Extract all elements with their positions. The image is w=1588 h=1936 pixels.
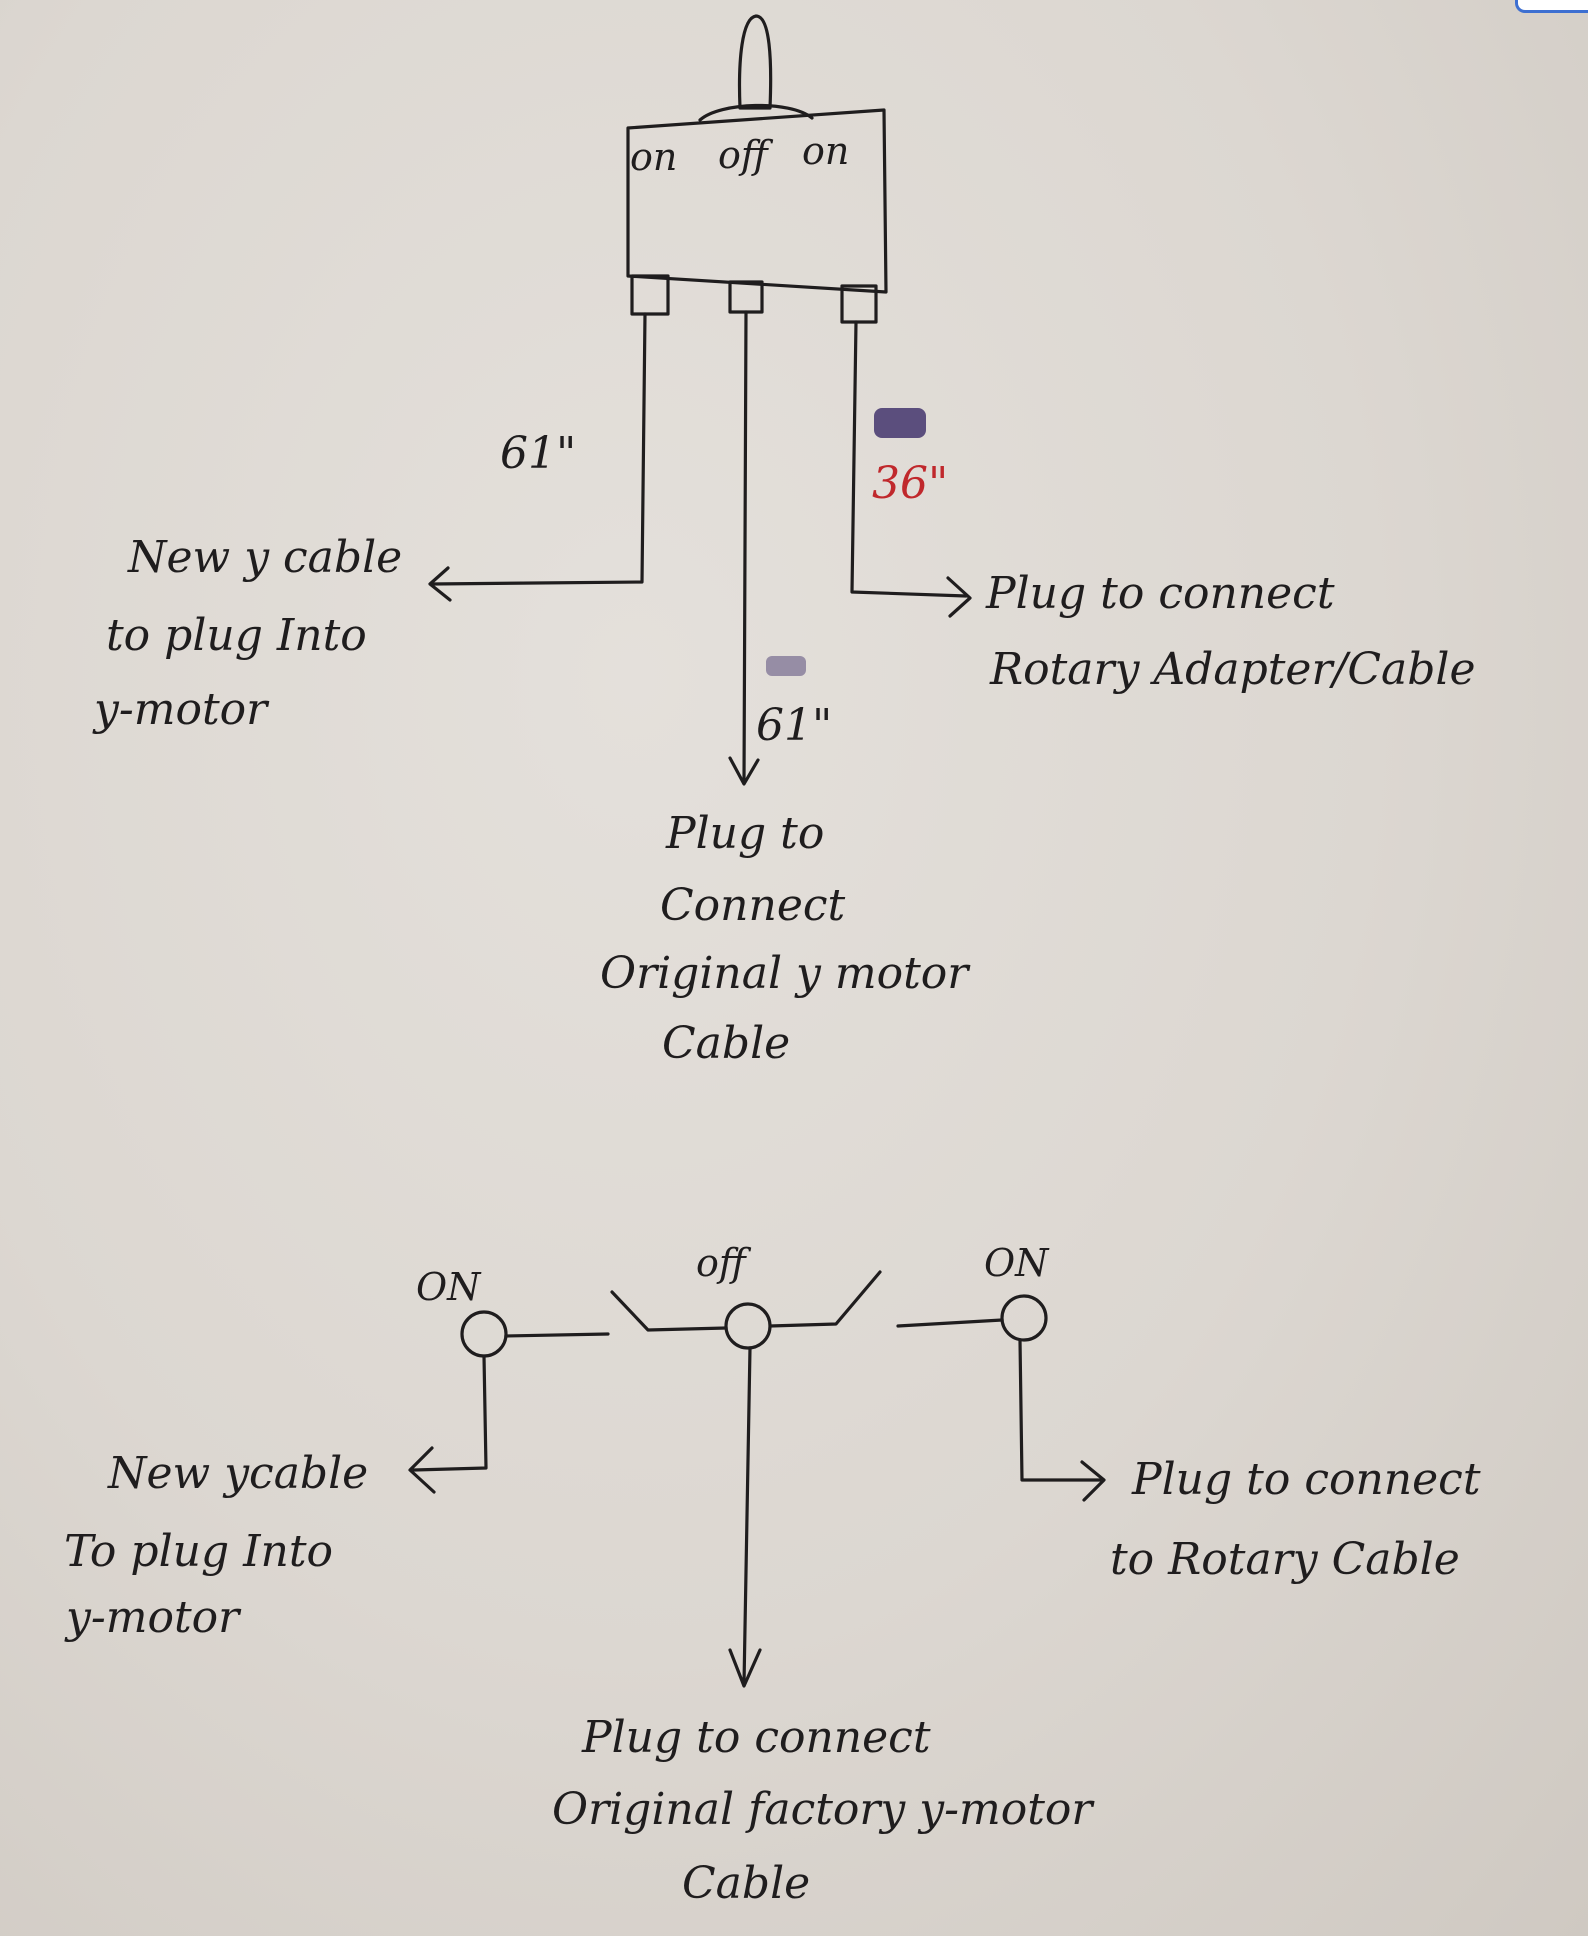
- bottom-left-terminal: [460, 1310, 508, 1358]
- bottom-switch-blade: [610, 1270, 882, 1332]
- bottom-right-terminal: [1000, 1294, 1048, 1342]
- top-toggle-switch: [626, 14, 888, 324]
- top-left-label-line-2: to plug Into: [106, 610, 367, 661]
- bottom-left-label-line-2: To plug Into: [64, 1526, 333, 1577]
- bottom-middle-terminal: [724, 1302, 772, 1350]
- bottom-wires: [408, 1338, 1106, 1688]
- bottom-left-contact-line: [504, 1332, 610, 1338]
- bottom-left-terminal-label: ON: [416, 1265, 482, 1309]
- top-left-arrowhead: [428, 566, 452, 602]
- bottom-switch-schematic: [460, 1270, 1048, 1358]
- top-middle-label-line-1: Plug to: [665, 808, 824, 859]
- corner-ui-tab: [1515, 0, 1588, 13]
- bottom-right-terminal-label: ON: [984, 1241, 1050, 1285]
- top-right-label-line-2: Rotary Adapter/Cable: [989, 644, 1476, 695]
- top-middle-arrowhead: [728, 756, 760, 786]
- bottom-middle-arrowhead: [728, 1648, 762, 1688]
- top-middle-wire: [742, 310, 748, 784]
- switch-label-middle: off: [718, 133, 774, 177]
- terminal-middle: [728, 280, 764, 314]
- top-right-label-line-1: Plug to connect: [985, 568, 1335, 619]
- top-middle-label-line-4: Cable: [662, 1018, 790, 1069]
- bottom-middle-label-line-2: Original factory y-motor: [552, 1784, 1095, 1835]
- bottom-right-label-line-1: Plug to connect: [1131, 1454, 1481, 1505]
- switch-label-left: on: [630, 135, 677, 179]
- bottom-right-arrowhead: [1080, 1460, 1106, 1502]
- top-left-label-line-3: y-motor: [92, 684, 270, 735]
- terminal-right: [840, 284, 878, 324]
- top-left-label-line-1: New y cable: [127, 532, 402, 583]
- top-left-wire-length: 61": [500, 428, 576, 479]
- scribbled-out-number-middle: [766, 656, 806, 676]
- switch-label-right: on: [802, 129, 849, 173]
- bottom-middle-wire: [742, 1346, 752, 1686]
- toggle-base: [698, 103, 814, 122]
- top-right-wire: [850, 320, 968, 598]
- scribbled-out-number: [874, 408, 926, 438]
- toggle-lever: [737, 14, 773, 110]
- top-right-arrowhead: [946, 576, 972, 618]
- bottom-middle-label-line-1: Plug to connect: [581, 1712, 931, 1763]
- top-left-wire: [430, 312, 647, 586]
- top-middle-label-line-3: Original y motor: [600, 948, 971, 999]
- top-right-wire-length: 36": [872, 458, 948, 509]
- top-middle-wire-length: 61": [756, 700, 832, 751]
- bottom-left-wire: [412, 1354, 488, 1472]
- bottom-right-wire: [1018, 1338, 1102, 1482]
- bottom-left-label-line-1: New ycable: [107, 1448, 368, 1499]
- bottom-right-contact-line: [896, 1318, 1004, 1328]
- top-wires: [428, 310, 972, 786]
- switch-body: [626, 108, 888, 294]
- bottom-left-label-line-3: y-motor: [64, 1592, 242, 1643]
- bottom-left-arrowhead: [408, 1446, 436, 1494]
- bottom-middle-terminal-label: off: [696, 1241, 752, 1285]
- top-middle-label-line-2: Connect: [660, 880, 846, 931]
- bottom-right-label-line-2: to Rotary Cable: [1110, 1534, 1460, 1585]
- bottom-middle-label-line-3: Cable: [682, 1858, 810, 1909]
- terminal-left: [630, 274, 670, 316]
